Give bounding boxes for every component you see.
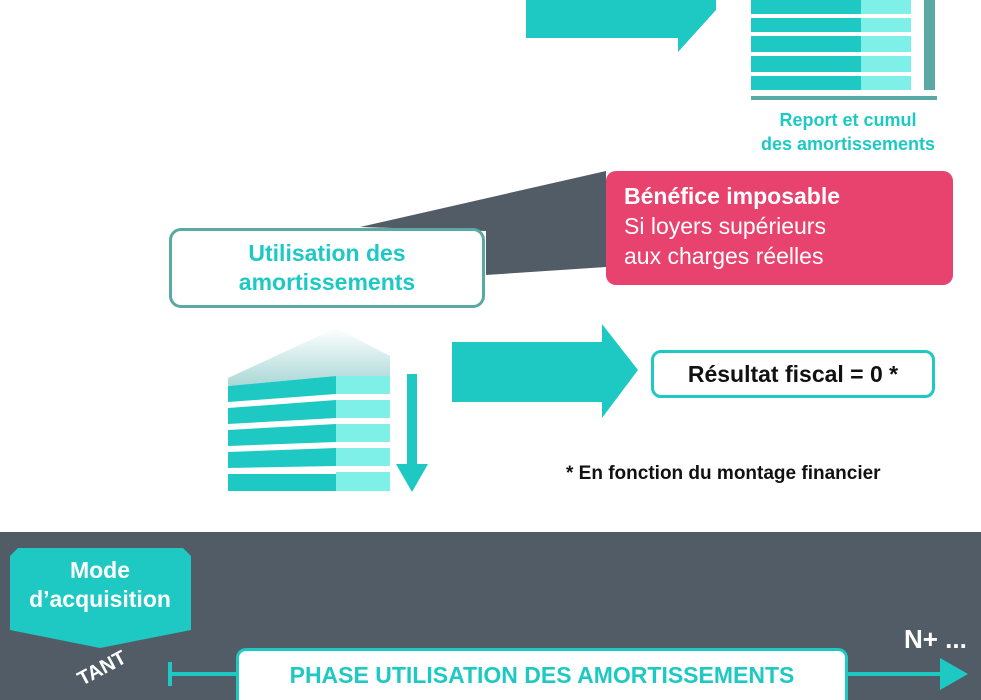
resultat-fiscal-label: Résultat fiscal = 0 * <box>687 360 899 387</box>
timeline-line <box>168 658 968 690</box>
footnote: * En fonction du montage financier <box>566 463 881 484</box>
benefice-title: Bénéfice imposable <box>624 183 841 209</box>
phase-utilisation-box: PHASE UTILISATION DES AMORTISSEMENTS <box>236 648 848 700</box>
building-stack-icon-top <box>751 0 937 100</box>
utilisation-amortissements-box: Utilisation des amortissements <box>169 228 485 308</box>
phase-utilisation-label: PHASE UTILISATION DES AMORTISSEMENTS <box>289 662 795 688</box>
mode-acquisition-tag <box>10 548 191 648</box>
resultat-fiscal-box: Résultat fiscal = 0 * <box>651 350 935 398</box>
big-right-arrow <box>452 324 638 418</box>
benefice-imposable-box: Bénéfice imposable Si loyers supérieurs … <box>606 171 953 285</box>
n-plus-label: N+ ... <box>904 624 967 654</box>
down-arrow-icon <box>396 374 428 492</box>
benefice-line1: Si loyers supérieurs <box>624 213 826 239</box>
top-right-arrow <box>526 0 716 52</box>
connector-band <box>360 171 606 275</box>
building-stack-icon-middle <box>228 328 390 491</box>
benefice-line2: aux charges réelles <box>624 243 824 269</box>
mode-acquisition-label: Mode d’acquisition <box>29 557 171 612</box>
report-cumul-label: Report et cumul des amortissements <box>760 110 936 154</box>
